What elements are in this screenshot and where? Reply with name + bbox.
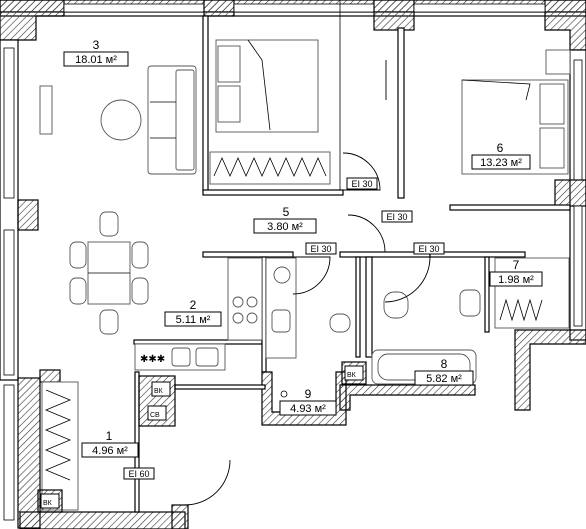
room-number: 5	[283, 205, 290, 219]
room-number: 7	[513, 258, 520, 272]
sink-icon	[271, 309, 291, 333]
shaft-label: ВК	[347, 372, 357, 379]
room-number: 9	[305, 387, 312, 401]
shaft-bottom-label-box	[40, 493, 60, 509]
svg-text:✱✱✱: ✱✱✱	[140, 354, 165, 365]
sofa-icon	[147, 65, 197, 175]
room-number: 3	[93, 38, 100, 52]
kitchen-counter	[227, 257, 297, 359]
dining-table-icon	[69, 211, 149, 335]
coffee-table-icon	[100, 99, 142, 141]
interior-walls	[39, 15, 571, 529]
toilet-icon	[329, 313, 351, 333]
shaft-label: СВ	[150, 412, 160, 419]
shaft-right-label-box	[344, 365, 364, 381]
sink-icon	[459, 289, 481, 317]
shaft-label: ВК	[43, 500, 53, 507]
door-rating: EI 60	[128, 469, 149, 479]
door-rating: EI 30	[418, 244, 439, 254]
shaft-group-left	[138, 375, 176, 427]
toilet-icon	[383, 291, 409, 319]
door-swing-icon	[184, 60, 431, 506]
kitchen-lower-counter: ✱✱✱	[134, 343, 226, 371]
stove-icon	[273, 266, 291, 284]
room-number: 8	[441, 357, 448, 371]
wardrobe-icon	[494, 257, 570, 329]
room-area: 4.93 м²	[290, 403, 326, 415]
rug-icon	[39, 85, 53, 135]
room-number: 1	[106, 429, 113, 443]
wardrobe-icon	[209, 151, 331, 185]
bed-icon	[215, 39, 319, 133]
room-number: 2	[190, 298, 197, 312]
door-rating: EI 30	[310, 244, 331, 254]
room-area: 13.23 м²	[480, 157, 522, 169]
room-area: 18.01 м²	[75, 54, 117, 66]
shaft-label: ВК	[154, 388, 164, 395]
door-rating: EI 30	[386, 212, 407, 222]
room-area: 5.82 м²	[426, 373, 462, 385]
room-area: 3.80 м²	[267, 221, 303, 233]
room-area: 5.11 м²	[176, 314, 211, 326]
radiator-icon	[545, 49, 571, 75]
room-area: 4.96 м²	[92, 445, 128, 457]
door-rating: EI 30	[351, 179, 372, 189]
wardrobe-icon	[41, 381, 79, 511]
room-area: 1.98 м²	[498, 274, 534, 286]
room-number: 6	[497, 141, 504, 155]
